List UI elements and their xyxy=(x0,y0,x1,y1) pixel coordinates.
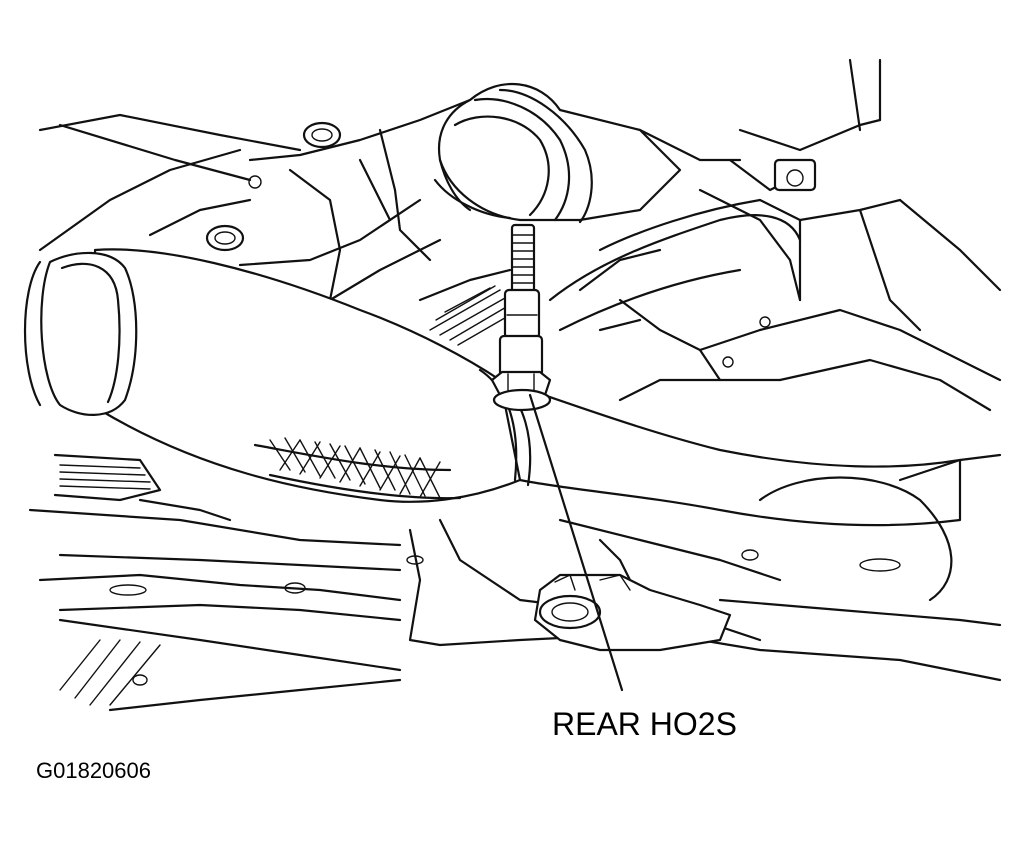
mounting-bolt-right xyxy=(773,158,817,192)
crossmember xyxy=(28,498,424,712)
mounting-bolt-top-left xyxy=(302,121,342,149)
mounting-bolt-left xyxy=(205,224,245,252)
underbody-shield-left xyxy=(53,453,162,502)
small-bolt xyxy=(722,356,734,368)
figure-code: G01820606 xyxy=(36,758,151,783)
exhaust-hanger-bracket xyxy=(533,573,732,652)
exhaust-pipe xyxy=(23,248,962,527)
small-bolt xyxy=(759,316,771,328)
suspension-arm xyxy=(548,198,802,332)
rear-ho2s-sensor xyxy=(490,223,552,412)
small-bolt xyxy=(248,175,262,189)
body-floor-panels xyxy=(38,58,1002,412)
callout-leader-line xyxy=(528,393,624,692)
callout-label: REAR HO2S xyxy=(552,706,737,742)
drive-shaft-boot xyxy=(433,82,682,224)
heat-shield-hatching xyxy=(418,268,512,346)
